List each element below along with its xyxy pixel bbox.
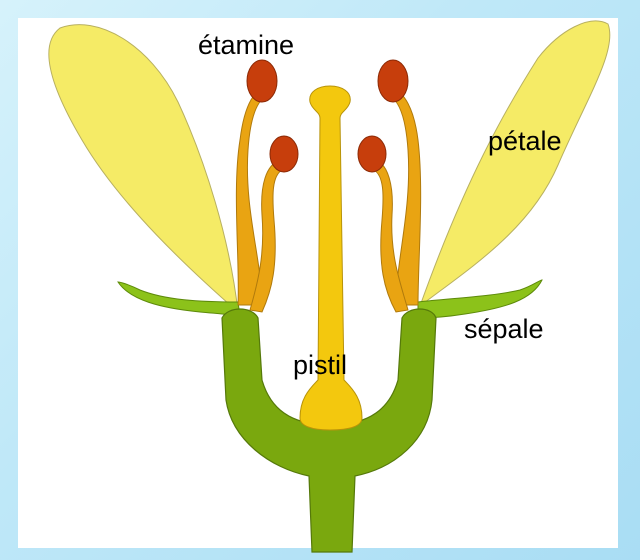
- anther-inner-right: [358, 136, 386, 172]
- anther-inner-left: [270, 136, 298, 172]
- label-pistil: pistil: [293, 352, 347, 379]
- label-petal: pétale: [488, 128, 562, 155]
- left-petal: [49, 25, 238, 312]
- label-sepal: sépale: [464, 316, 544, 343]
- anther-outer-left: [247, 60, 277, 102]
- anther-outer-right: [378, 60, 408, 102]
- label-stamen: étamine: [198, 32, 294, 59]
- right-petal: [420, 21, 610, 306]
